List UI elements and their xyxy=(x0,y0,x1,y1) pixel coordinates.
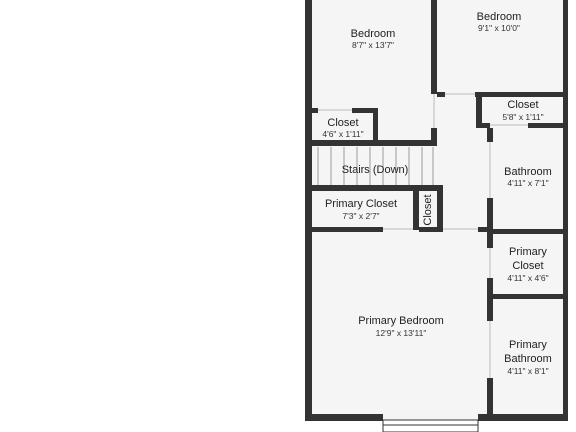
primary-closet-1-dims: 7'3" x 2'7" xyxy=(342,211,379,221)
stairs-label: Stairs (Down) xyxy=(342,164,409,176)
primary-bedroom-dims: 12'9" x 13'11" xyxy=(376,328,427,338)
primary-bedroom-name: Primary Bedroom xyxy=(358,315,444,327)
bedroom-1-name: Bedroom xyxy=(351,28,396,40)
door-thresholds xyxy=(318,93,528,378)
closet-2-dims: 5'8" x 1'11" xyxy=(502,112,543,122)
walls xyxy=(305,0,568,421)
primary-closet-2-name-line2: Closet xyxy=(512,260,543,272)
closet-2-name: Closet xyxy=(507,99,538,111)
primary-bathroom-name-line2: Bathroom xyxy=(504,353,552,365)
closet-1-dims: 4'6" x 1'11" xyxy=(322,129,363,139)
bathroom-dims: 4'11" x 7'1" xyxy=(507,178,548,188)
bottom-opening xyxy=(382,419,479,432)
primary-closet-1-name: Primary Closet xyxy=(325,198,397,210)
bedroom-2-dims: 9'1" x 10'0" xyxy=(478,23,520,33)
bedroom-2-name: Bedroom xyxy=(477,11,522,23)
stair-treads xyxy=(317,147,434,185)
bathroom-name: Bathroom xyxy=(504,166,552,178)
bedroom-1-dims: 8'7" x 13'7" xyxy=(352,40,394,50)
closet-small-name: Closet xyxy=(422,194,434,225)
closet-1-name: Closet xyxy=(327,117,358,129)
primary-closet-2-name-line1: Primary xyxy=(509,246,547,258)
primary-bathroom-dims: 4'11" x 8'1" xyxy=(507,366,548,376)
primary-closet-2-dims: 4'11" x 4'6" xyxy=(507,273,548,283)
primary-bathroom-name-line1: Primary xyxy=(509,339,547,351)
